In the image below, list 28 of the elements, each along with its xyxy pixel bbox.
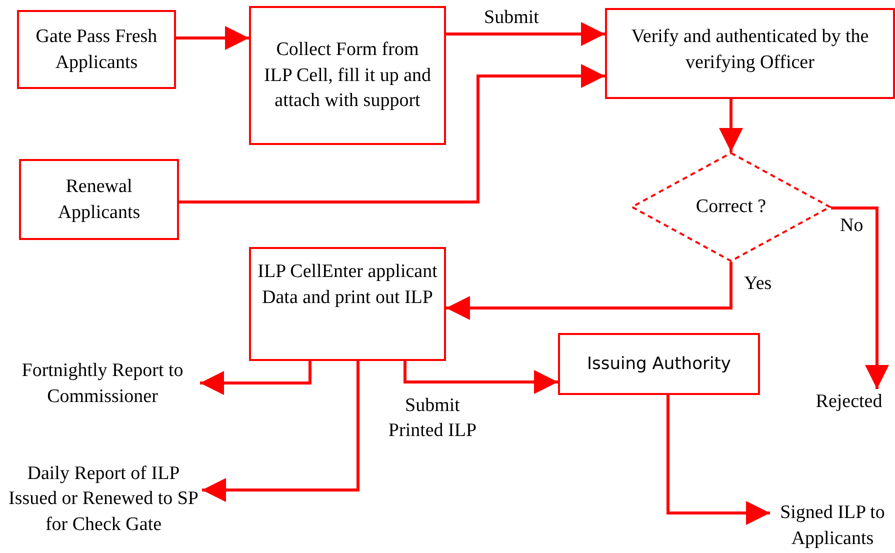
arrow: [666, 395, 770, 525]
process-box: [249, 247, 446, 361]
arrow: [831, 206, 889, 389]
flow-text: Rejected: [806, 389, 892, 415]
decision-diamond: [631, 152, 831, 262]
process-box: [249, 6, 446, 145]
arrow: [202, 361, 360, 502]
arrow: [446, 262, 732, 320]
box-text: Collect Form from ILP Cell, fill it up and attach with support: [262, 38, 432, 114]
flow-text: Daily Report of ILP Issued or Renewed to SP for Check Gate: [5, 460, 202, 538]
process-box: [605, 8, 895, 99]
arrow: [404, 361, 558, 394]
box-text: Renewal Applicants: [56, 174, 142, 224]
arrow: [446, 22, 605, 46]
arrow: [200, 361, 312, 395]
box-text: Issuing Authority: [587, 352, 731, 376]
arrow: [176, 26, 249, 50]
box-text: Verify and authenticated by the verifying Officer: [630, 25, 870, 75]
flow-text: Fortnightly Report to Commissioner: [5, 358, 200, 410]
process-box: [558, 333, 760, 395]
arrow: [179, 64, 605, 204]
box-text: Gate Pass Fresh Applicants: [34, 24, 158, 74]
box-text: Correct ?: [696, 195, 766, 220]
flow-text: Signed ILP to Applicants: [770, 500, 895, 552]
process-box: [17, 10, 176, 89]
process-box: [19, 159, 179, 240]
box-text: ILP CellEnter applicant Data and print out ILP: [256, 260, 438, 310]
arrow: [719, 99, 743, 152]
